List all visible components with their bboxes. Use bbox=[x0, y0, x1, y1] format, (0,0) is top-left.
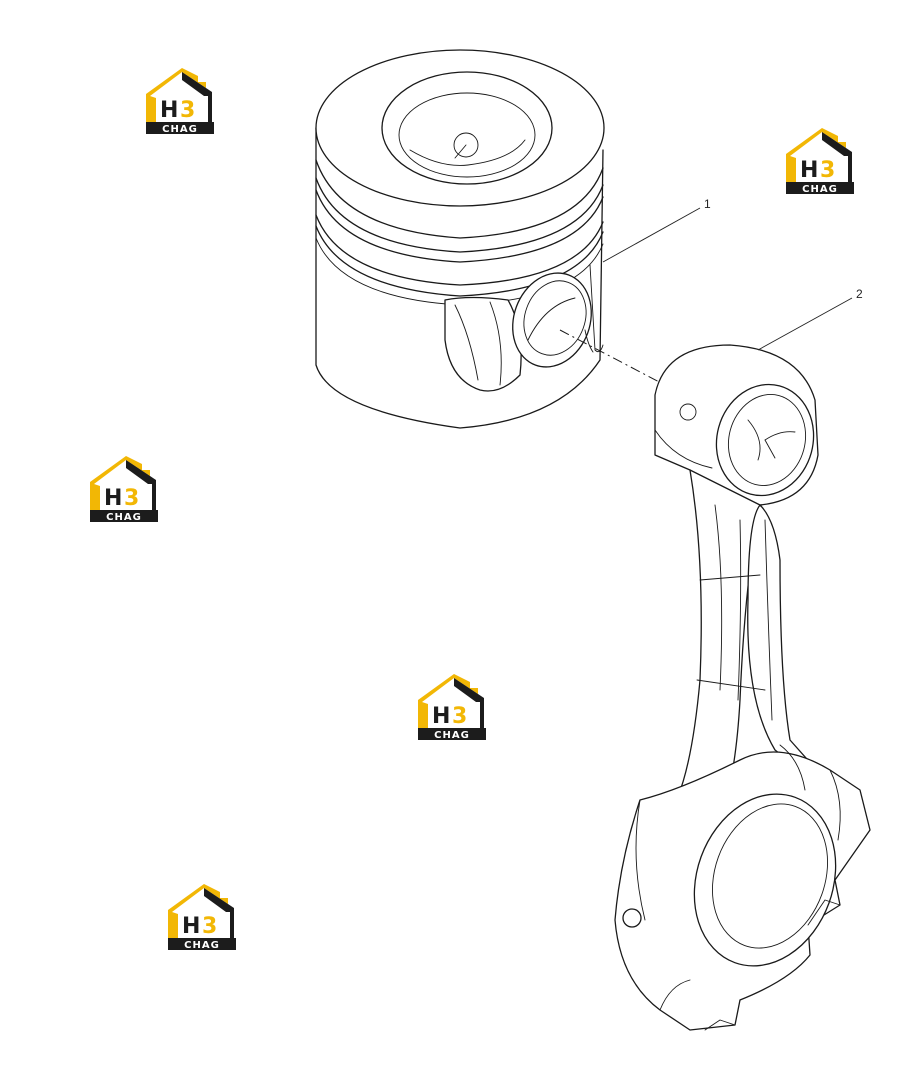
watermark-logo-icon: H 3 CHAG bbox=[786, 128, 858, 196]
callout-1-label: 1 bbox=[704, 197, 711, 211]
svg-text:3: 3 bbox=[180, 98, 195, 123]
svg-text:3: 3 bbox=[452, 704, 467, 729]
svg-text:H: H bbox=[182, 914, 200, 939]
connecting-rod bbox=[614, 344, 871, 1031]
svg-text:H: H bbox=[104, 486, 122, 511]
svg-text:3: 3 bbox=[820, 158, 835, 183]
svg-text:CHAG: CHAG bbox=[106, 512, 142, 523]
watermark-logo-icon: H 3 CHAG bbox=[168, 884, 240, 952]
svg-text:CHAG: CHAG bbox=[434, 730, 470, 741]
svg-text:CHAG: CHAG bbox=[162, 124, 198, 135]
callout-2-label: 2 bbox=[856, 287, 863, 301]
watermark-logo-icon: H 3 CHAG bbox=[146, 68, 218, 136]
callout-1: 1 bbox=[602, 197, 711, 263]
watermark-logo-icon: H 3 CHAG bbox=[90, 456, 162, 524]
piston bbox=[315, 49, 605, 429]
svg-text:3: 3 bbox=[124, 486, 139, 511]
svg-text:3: 3 bbox=[202, 914, 217, 939]
callout-2: 2 bbox=[757, 287, 863, 351]
svg-text:H: H bbox=[160, 98, 178, 123]
watermark-logo-icon: H 3 CHAG bbox=[418, 674, 490, 742]
svg-text:CHAG: CHAG bbox=[184, 940, 220, 951]
svg-text:CHAG: CHAG bbox=[802, 184, 838, 195]
svg-text:H: H bbox=[800, 158, 818, 183]
svg-text:H: H bbox=[432, 704, 450, 729]
